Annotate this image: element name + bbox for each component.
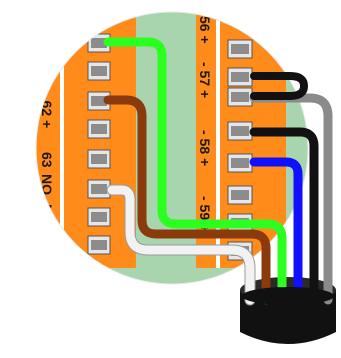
right-screw-slot-2 <box>231 92 249 102</box>
gray-wire <box>249 93 333 305</box>
brown-wire <box>103 95 271 305</box>
zoom-circle-outline <box>35 11 309 285</box>
label-58: - 58 + <box>197 130 213 166</box>
label-56: 56 + <box>197 16 213 44</box>
left-screw-slot-2 <box>91 96 107 106</box>
right-screw-slot-5 <box>231 190 249 200</box>
right-screw-slot-4 <box>231 158 249 168</box>
label-57: - 57 + <box>197 62 213 98</box>
left-screw-slot-7 <box>91 240 107 250</box>
white-wire <box>107 185 255 305</box>
black-loop-wire <box>250 72 308 100</box>
cable-opening <box>242 287 334 305</box>
label-63: 63 <box>39 152 55 168</box>
black-wire <box>249 127 319 305</box>
blue-wire <box>249 157 303 305</box>
left-terminal-strip <box>36 12 136 268</box>
left-screw-slot-0 <box>91 38 107 48</box>
left-screw-slot-4 <box>91 154 107 164</box>
left-screw-slot-5 <box>91 184 107 194</box>
left-screw-slot-6 <box>91 212 107 222</box>
right-screw-slot-3 <box>231 126 249 136</box>
left-screw-slot-3 <box>91 124 107 134</box>
label-61: 61 + <box>39 40 55 68</box>
green-wire <box>103 37 287 305</box>
left-screw-slot-1 <box>91 66 107 76</box>
right-screw-slot-0 <box>231 44 249 54</box>
right-screw-slot-1 <box>231 72 249 82</box>
